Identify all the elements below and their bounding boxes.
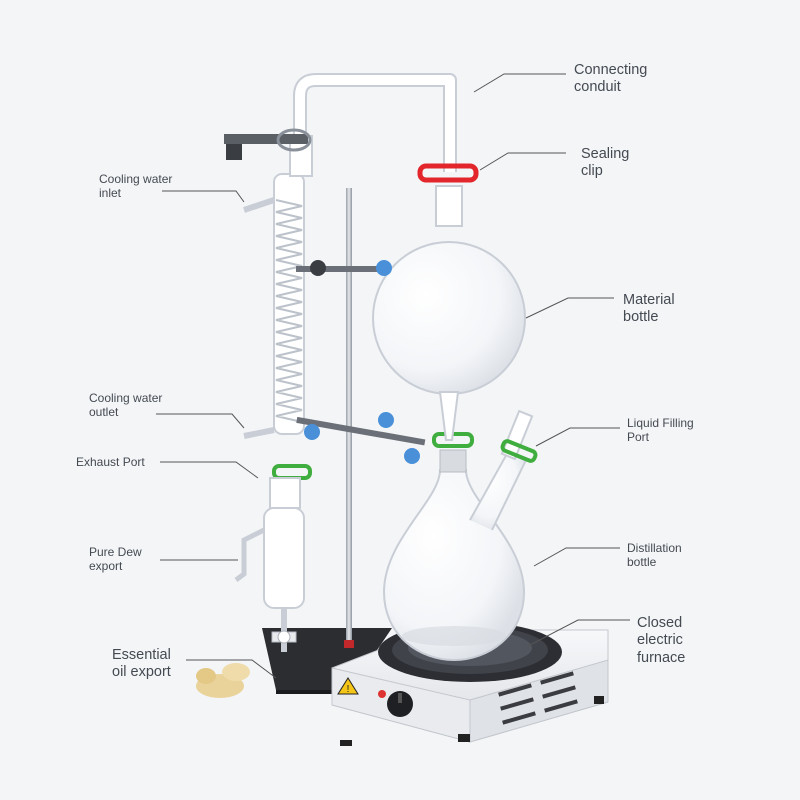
condenser xyxy=(243,135,313,439)
label-essential-oil-export: Essential oil export xyxy=(112,647,171,681)
connecting-conduit xyxy=(293,73,457,172)
warning-triangle-icon: ! xyxy=(337,677,359,695)
label-closed-electric-furnace: Closed electric furnace xyxy=(637,615,686,666)
condenser-clip xyxy=(272,464,312,480)
distillation-bottle xyxy=(382,449,528,662)
label-exhaust-port: Exhaust Port xyxy=(76,455,145,469)
label-cooling-water-outlet: Cooling water outlet xyxy=(89,391,163,420)
material-bottle xyxy=(372,185,526,441)
label-pure-dew-export: Pure Dew export xyxy=(89,545,142,574)
power-knob-icon xyxy=(387,691,413,717)
label-material-bottle: Material bottle xyxy=(623,292,675,326)
label-distillation-bottle: Distillation bottle xyxy=(627,541,682,570)
svg-text:!: ! xyxy=(347,684,350,695)
label-cooling-water-inlet: Cooling water inlet xyxy=(99,172,173,201)
label-liquid-filling-port: Liquid Filling Port xyxy=(627,416,694,445)
label-connecting-conduit: Connecting conduit xyxy=(574,62,648,96)
lower-clamp xyxy=(296,412,426,464)
top-clamp xyxy=(224,128,312,160)
label-sealing-clip: Sealing clip xyxy=(581,146,630,180)
stand-rod xyxy=(346,188,352,640)
filling-port-clip xyxy=(500,439,538,463)
upper-clamp xyxy=(296,260,392,276)
sealing-clip xyxy=(417,163,479,183)
leader-lines xyxy=(156,73,630,679)
liquid-filling-port-tube xyxy=(500,409,534,461)
essential-oil-sample xyxy=(196,663,250,698)
separator xyxy=(234,477,305,652)
